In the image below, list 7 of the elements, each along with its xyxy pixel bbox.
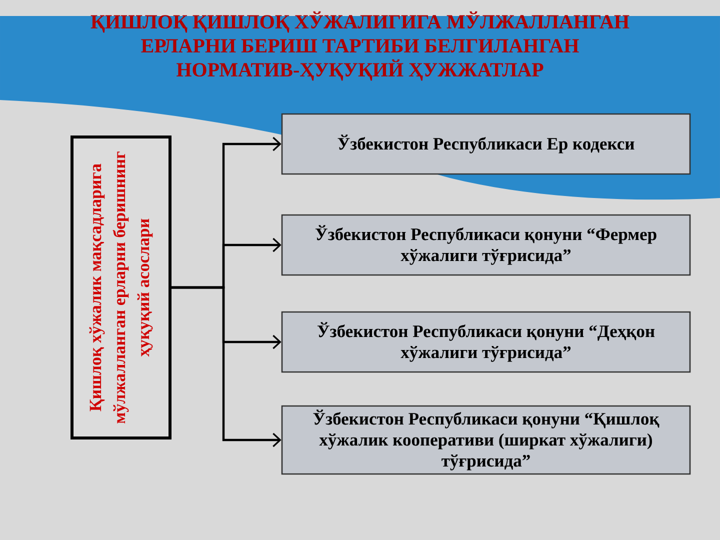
- document-box: Ўзбекистон Республикаси Ер кодекси: [281, 113, 691, 175]
- arrow: [172, 286, 282, 448]
- document-box: Ўзбекистон Республикаси қонуни “Қишлоқ хўжалик кооперативи (ширкат хўжалиги) тўғрисида”: [281, 405, 691, 475]
- document-box: Ўзбекистон Республикаси қонуни “Деҳқон хўжалиги тўғрисида”: [281, 311, 691, 373]
- title: ҚИШЛОҚ ҚИШЛОҚ ХЎЖАЛИГИГА МЎЛЖАЛЛАНГАН ЕРЛАРНИ БЕРИШ ТАРТИБИ БЕЛГИЛАНГАН НОРМАТИВ-ҲУҚУҚИЙ ҲУЖЖАТЛАР: [90, 11, 630, 81]
- document-box: Ўзбекистон Республикаси қонуни “Фермер хўжалиги тўғрисида”: [281, 214, 691, 276]
- vertical-text-box: Қишлоқ хўжалик мақсадларига мўлжалланган ерларни беришнинг ҳуқуқий асослари: [70, 136, 172, 440]
